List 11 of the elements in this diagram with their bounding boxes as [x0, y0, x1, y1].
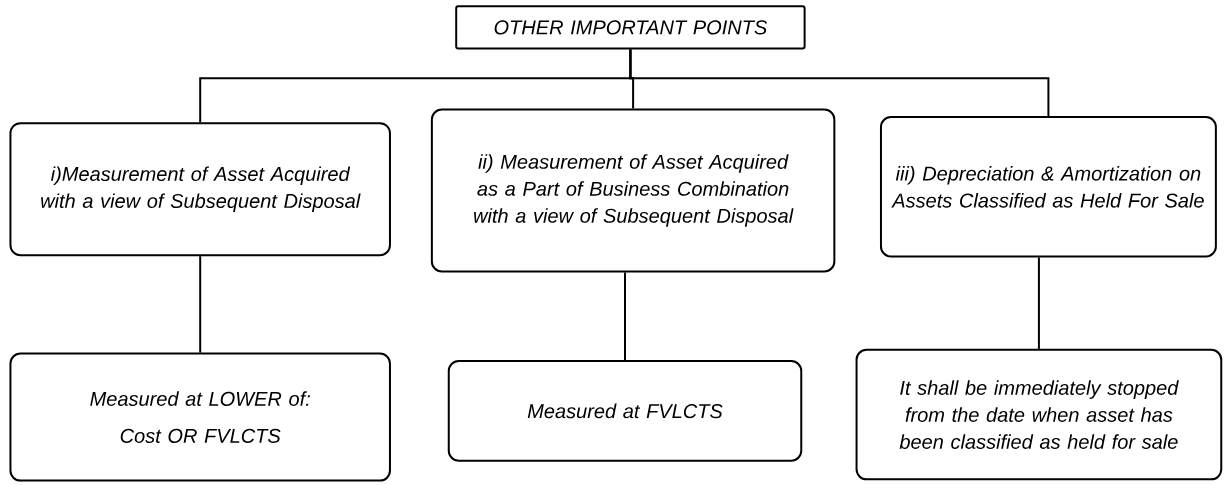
result-box: It shall be immediately stopped from the date when asset has been classified as held for sale: [855, 348, 1223, 481]
result-box: Measured at LOWER of: Cost OR FVLCTS: [9, 352, 391, 482]
connector-line: [624, 271, 626, 362]
title-box: OTHER IMPORTANT POINTS: [455, 5, 806, 50]
connector-line: [629, 48, 1050, 118]
result-box: Measured at FVLCTS: [447, 360, 803, 462]
connector-line: [199, 255, 202, 354]
topic-box: ii) Measurement of Asset Acquired as a Part of Business Combination with a view of Subsequent Disposal: [430, 108, 836, 273]
topic-box: i)Measurement of Asset Acquired with a view of Subsequent Disposal: [9, 122, 391, 257]
connector-line: [1037, 256, 1040, 350]
topic-box: iii) Depreciation & Amortization on Assets Classified as Held For Sale: [879, 116, 1217, 258]
